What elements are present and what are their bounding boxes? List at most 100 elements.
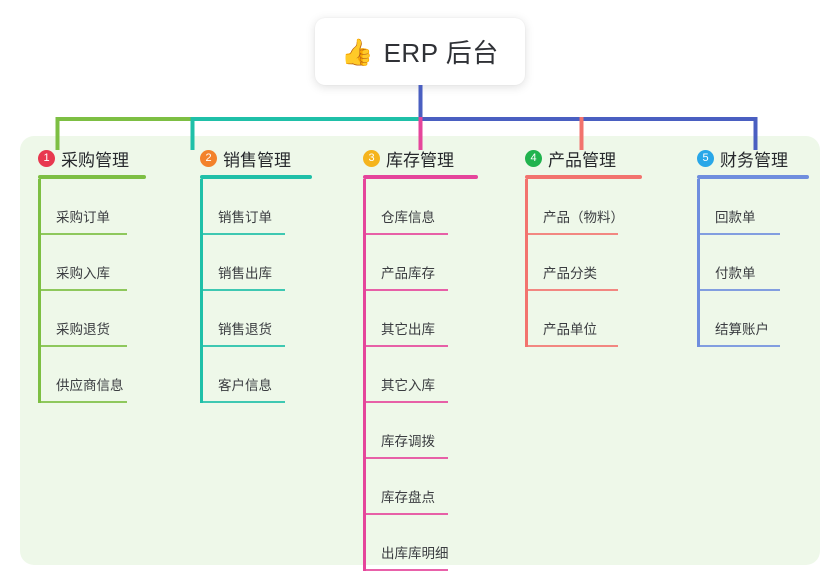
column-1[interactable]: 1 采购管理采购订单采购入库采购退货供应商信息 [38, 146, 146, 403]
column-badge-5: 5 [697, 149, 714, 167]
leaf-node-label: 销售出库 [218, 266, 272, 281]
leaf-node-rule [41, 233, 127, 235]
leaf-node-rule [366, 289, 448, 291]
leaf-node-rule [528, 289, 618, 291]
column-items-2: 销售订单销售出库销售退货客户信息 [200, 179, 312, 403]
leaf-node-rule [528, 345, 618, 347]
root-node-erp-backend[interactable]: 👍 ERP 后台 [315, 18, 525, 85]
leaf-node-label: 客户信息 [218, 378, 272, 393]
column-4[interactable]: 4 产品管理产品（物料） 产品分类产品单位 [525, 146, 642, 347]
leaf-node-label: 其它入库 [381, 378, 435, 393]
leaf-node-label: 库存调拨 [381, 434, 435, 449]
leaf-node-rule [203, 233, 285, 235]
leaf-node[interactable]: 库存盘点 [363, 459, 478, 515]
leaf-node-rule [366, 569, 448, 571]
column-header-2[interactable]: 2 销售管理 [200, 146, 312, 170]
leaf-node-label: 付款单 [715, 266, 756, 281]
leaf-node[interactable]: 销售出库 [200, 235, 312, 291]
column-header-rule-3 [363, 175, 478, 179]
leaf-node[interactable]: 销售订单 [200, 179, 312, 235]
leaf-node-label: 产品库存 [381, 266, 435, 281]
leaf-node-rule [366, 345, 448, 347]
leaf-node[interactable]: 产品单位 [525, 291, 642, 347]
column-stem-5 [697, 179, 700, 347]
leaf-node-label: 产品（物料） [543, 210, 624, 225]
leaf-node[interactable]: 其它出库 [363, 291, 478, 347]
column-badge-4: 4 [525, 149, 542, 167]
leaf-node[interactable]: 采购退货 [38, 291, 146, 347]
leaf-node[interactable]: 产品库存 [363, 235, 478, 291]
column-stem-1 [38, 179, 41, 403]
leaf-node-label: 销售订单 [218, 210, 272, 225]
leaf-node[interactable]: 其它入库 [363, 347, 478, 403]
leaf-node-rule [41, 401, 127, 403]
column-badge-3: 3 [363, 149, 380, 167]
leaf-node-label: 产品单位 [543, 322, 597, 337]
leaf-node-rule [700, 233, 780, 235]
leaf-node-rule [528, 233, 618, 235]
leaf-node[interactable]: 客户信息 [200, 347, 312, 403]
leaf-node[interactable]: 库存调拨 [363, 403, 478, 459]
leaf-node-label: 库存盘点 [381, 490, 435, 505]
leaf-node-rule [41, 289, 127, 291]
column-header-rule-1 [38, 175, 146, 179]
column-stem-4 [525, 179, 528, 347]
column-3[interactable]: 3 库存管理仓库信息产品库存其它出库其它入库库存调拨库存盘点出库库明细 [363, 146, 478, 571]
column-title-2: 销售管理 [223, 150, 291, 170]
leaf-node-label: 出库库明细 [381, 546, 449, 561]
leaf-node-rule [203, 345, 285, 347]
leaf-node[interactable]: 供应商信息 [38, 347, 146, 403]
leaf-node[interactable]: 采购订单 [38, 179, 146, 235]
leaf-node[interactable]: 产品（物料） [525, 179, 642, 235]
leaf-node[interactable]: 仓库信息 [363, 179, 478, 235]
leaf-node-label: 仓库信息 [381, 210, 435, 225]
column-header-rule-5 [697, 175, 809, 179]
leaf-node-rule [700, 345, 780, 347]
column-stem-3 [363, 179, 366, 571]
leaf-node-rule [203, 289, 285, 291]
column-stem-2 [200, 179, 203, 403]
leaf-node-label: 销售退货 [218, 322, 272, 337]
leaf-node-label: 供应商信息 [56, 378, 124, 393]
leaf-node[interactable]: 销售退货 [200, 291, 312, 347]
column-items-3: 仓库信息产品库存其它出库其它入库库存调拨库存盘点出库库明细 [363, 179, 478, 571]
column-header-4[interactable]: 4 产品管理 [525, 146, 642, 170]
leaf-node[interactable]: 付款单 [697, 235, 809, 291]
column-title-4: 产品管理 [548, 150, 616, 170]
leaf-node-rule [366, 401, 448, 403]
leaf-node-label: 其它出库 [381, 322, 435, 337]
leaf-node-rule [700, 289, 780, 291]
column-badge-2: 2 [200, 149, 217, 167]
column-items-4: 产品（物料） 产品分类产品单位 [525, 179, 642, 347]
diagram-background-panel [20, 136, 820, 565]
column-2[interactable]: 2 销售管理销售订单销售出库销售退货客户信息 [200, 146, 312, 403]
leaf-node-rule [366, 233, 448, 235]
leaf-node-rule [366, 513, 448, 515]
leaf-node[interactable]: 回款单 [697, 179, 809, 235]
leaf-node-label: 采购入库 [56, 266, 110, 281]
leaf-node-label: 采购退货 [56, 322, 110, 337]
root-node-title: ERP 后台 [383, 38, 499, 68]
leaf-node[interactable]: 采购入库 [38, 235, 146, 291]
column-header-1[interactable]: 1 采购管理 [38, 146, 146, 170]
column-title-3: 库存管理 [386, 150, 454, 170]
column-items-5: 回款单付款单结算账户 [697, 179, 809, 347]
leaf-node[interactable]: 产品分类 [525, 235, 642, 291]
leaf-node[interactable]: 出库库明细 [363, 515, 478, 571]
column-badge-1: 1 [38, 149, 55, 167]
leaf-node-rule [366, 457, 448, 459]
column-items-1: 采购订单采购入库采购退货供应商信息 [38, 179, 146, 403]
leaf-node-label: 结算账户 [715, 322, 769, 337]
column-header-rule-2 [200, 175, 312, 179]
leaf-node-label: 回款单 [715, 210, 756, 225]
column-header-3[interactable]: 3 库存管理 [363, 146, 478, 170]
leaf-node-label: 采购订单 [56, 210, 110, 225]
leaf-node-rule [41, 345, 127, 347]
leaf-node-label: 产品分类 [543, 266, 597, 281]
column-title-1: 采购管理 [61, 150, 129, 170]
leaf-node[interactable]: 结算账户 [697, 291, 809, 347]
thumbs-up-icon: 👍 [341, 36, 374, 67]
leaf-node-rule [203, 401, 285, 403]
